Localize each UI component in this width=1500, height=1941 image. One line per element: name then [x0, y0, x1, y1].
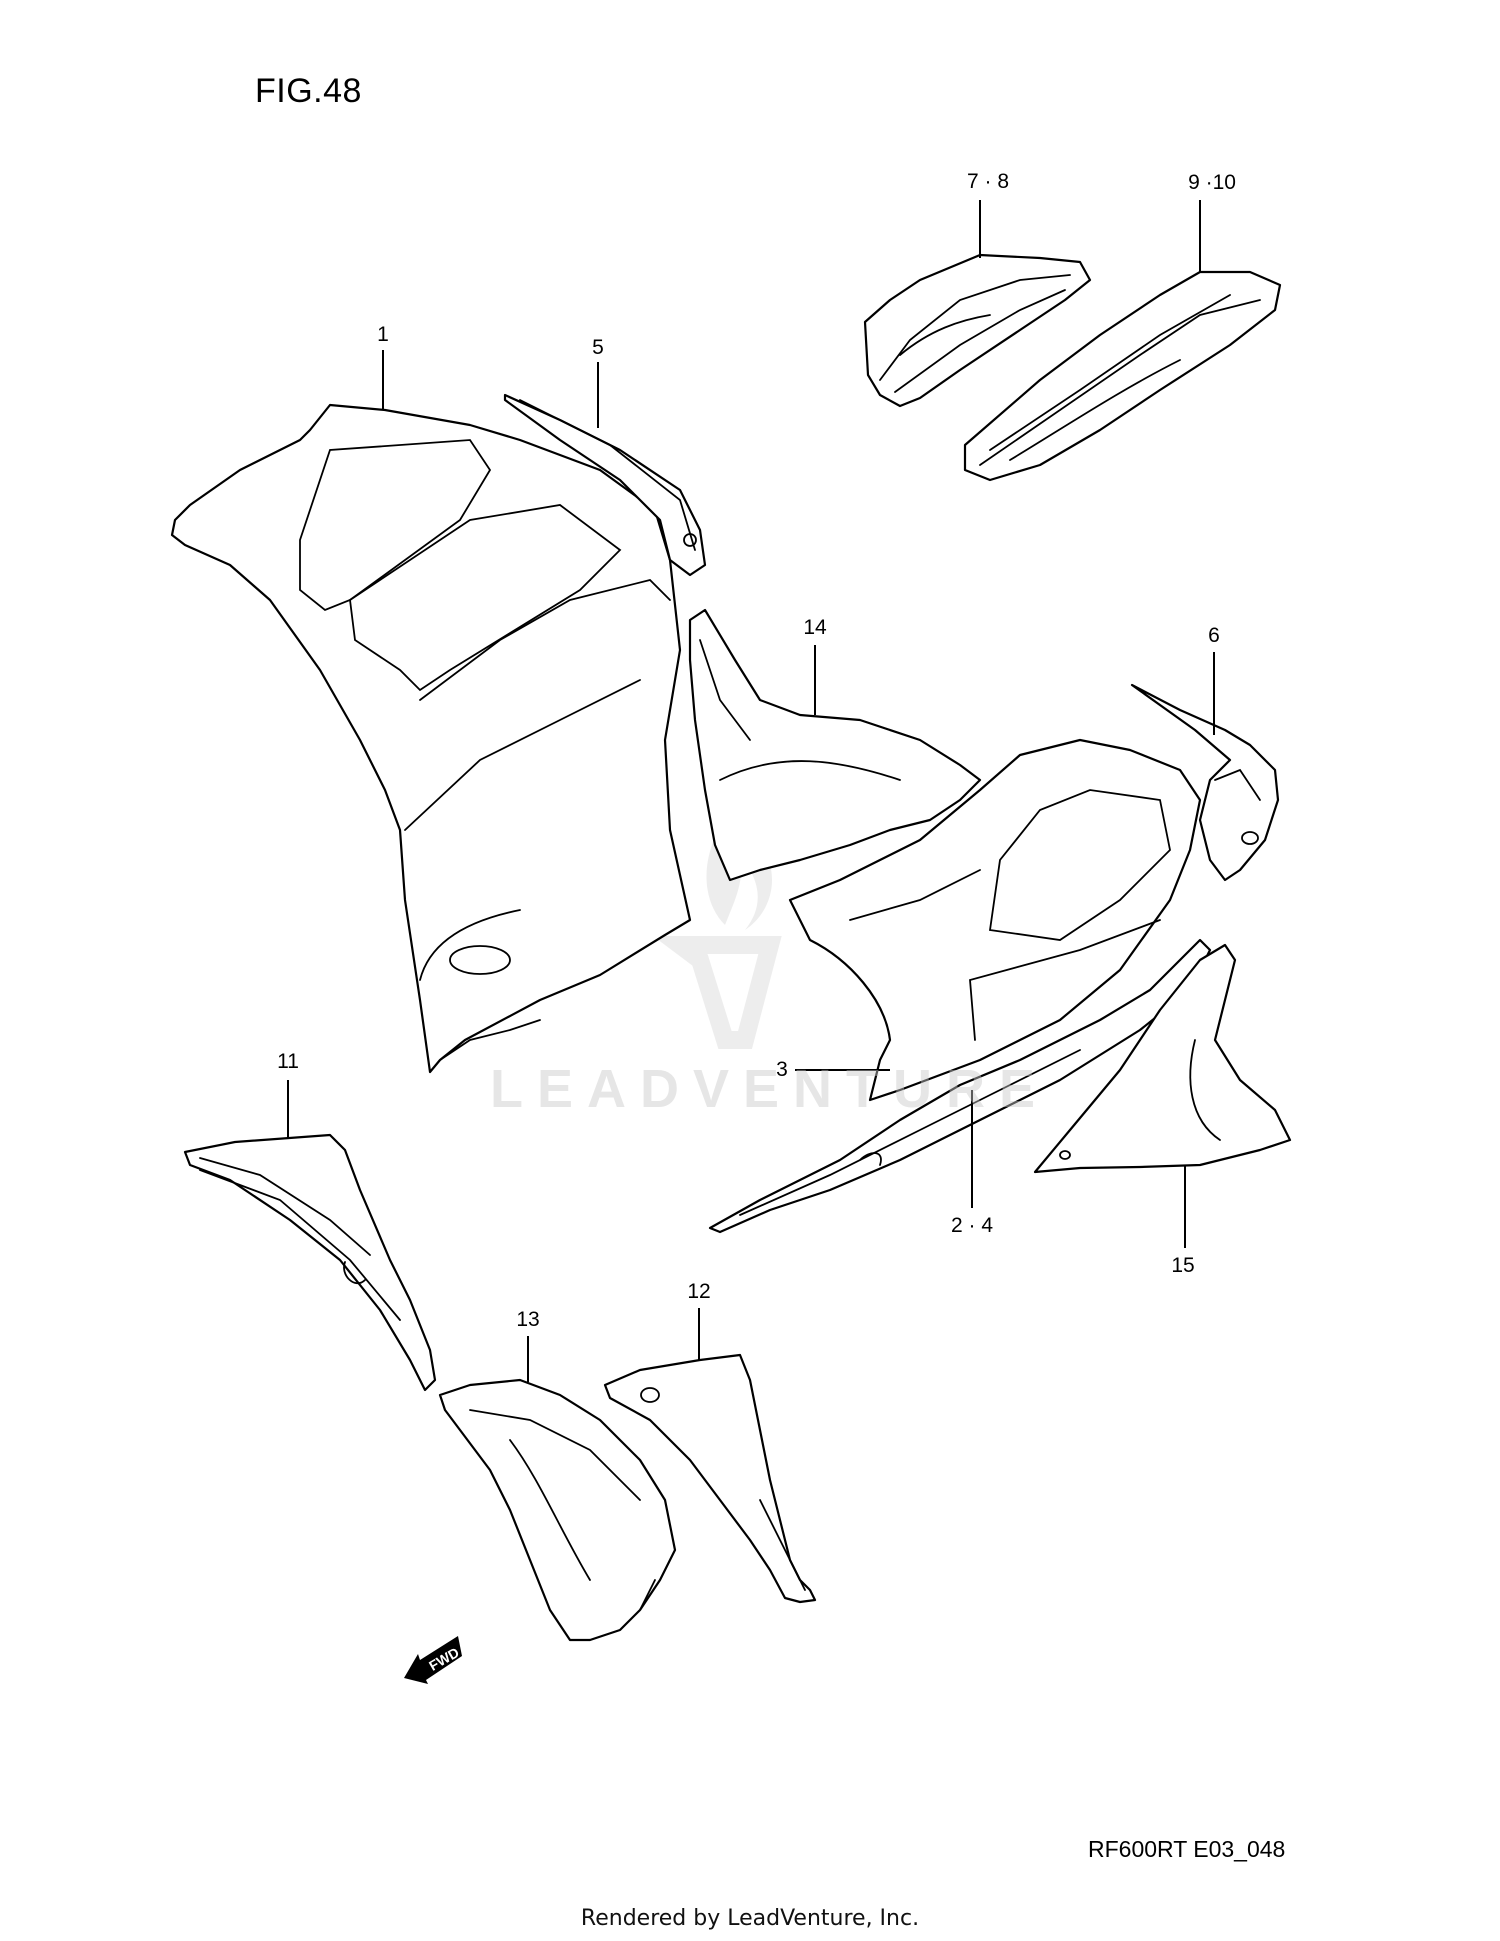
callout-1[interactable]: 1	[377, 323, 389, 346]
callout-11[interactable]: 11	[277, 1050, 299, 1073]
callout-13[interactable]: 13	[516, 1308, 540, 1331]
part-3-lower-fairing[interactable]	[788, 738, 1202, 1102]
watermark-text: LEADVENTURE	[490, 1059, 1050, 1119]
callout-5[interactable]: 5	[592, 336, 604, 359]
forward-arrow-icon: FWD	[404, 1636, 462, 1684]
part-1-upper-fairing[interactable]	[170, 403, 692, 1074]
callout-3[interactable]: 3	[776, 1058, 788, 1081]
callout-12[interactable]: 12	[687, 1280, 711, 1303]
part-6-side-panel[interactable]	[1130, 683, 1280, 882]
part-14-inner-panel[interactable]	[688, 608, 982, 882]
callout-14[interactable]: 14	[803, 616, 827, 639]
part-11-inner-cover[interactable]	[183, 1133, 437, 1392]
model-code: RF600RT E03_048	[1088, 1836, 1286, 1862]
part-7-8-grille[interactable]	[863, 253, 1092, 408]
part-12-bracket-cover[interactable]	[603, 1353, 817, 1604]
callout-2-4[interactable]: 2 · 4	[950, 1214, 994, 1237]
part-5-strip[interactable]	[503, 393, 707, 577]
callout-9-10[interactable]: 9 ·10	[1188, 171, 1236, 194]
part-2-4-stripe[interactable]	[708, 938, 1212, 1234]
leader-lines	[287, 200, 1215, 1382]
footer-credit: Rendered by LeadVenture, Inc.	[580, 1906, 920, 1931]
callout-6[interactable]: 6	[1208, 624, 1220, 647]
callout-7-8[interactable]: 7 · 8	[966, 170, 1010, 193]
part-15-side-cover[interactable]	[1033, 943, 1292, 1174]
figure-title: FIG.48	[255, 72, 362, 110]
callout-15[interactable]: 15	[1171, 1254, 1195, 1277]
part-9-10-grille[interactable]	[963, 270, 1282, 482]
part-13-duct[interactable]	[438, 1378, 677, 1642]
